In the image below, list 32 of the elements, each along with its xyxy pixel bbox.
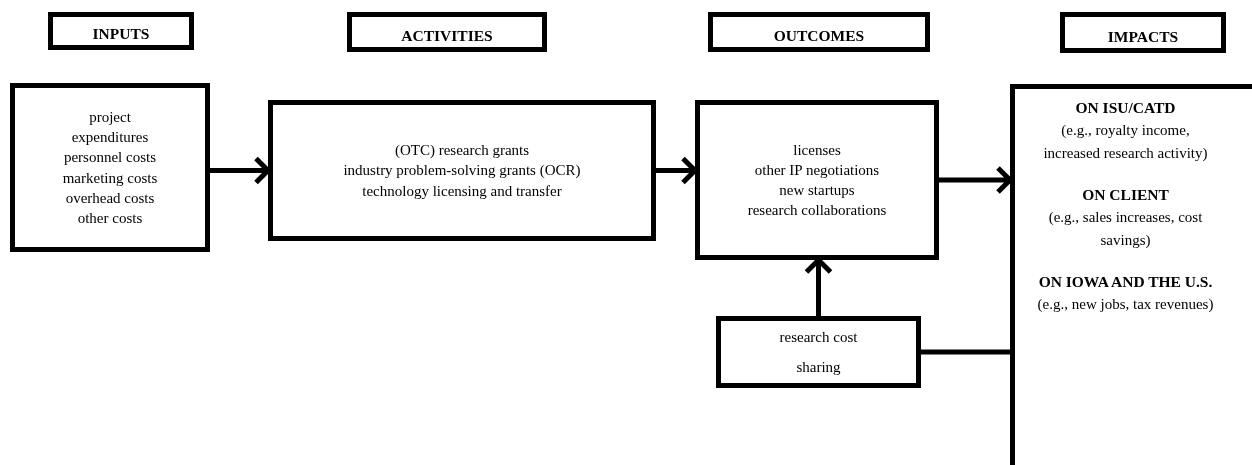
impact-description: (e.g., sales increases, cost savings) bbox=[1047, 208, 1204, 250]
impact-heading: ON CLIENT bbox=[1081, 186, 1170, 204]
heading-box bbox=[347, 12, 547, 52]
item-text: technology licensing and transfer bbox=[362, 181, 562, 201]
impact-description: (e.g., royalty income, increased research activity) bbox=[1042, 121, 1209, 163]
connector-line bbox=[921, 349, 1010, 355]
item-text: industry problem-solving grants (OCR) bbox=[343, 161, 581, 181]
process-box bbox=[10, 83, 210, 252]
process-box bbox=[695, 100, 939, 260]
item-text: research cost sharing bbox=[778, 328, 859, 377]
impact-description: (e.g., new jobs, tax revenues) bbox=[1036, 295, 1215, 315]
heading-box bbox=[1060, 12, 1226, 53]
heading-text: INPUTS bbox=[92, 24, 150, 45]
impacts-panel bbox=[1010, 84, 1252, 465]
item-text: personnel costs bbox=[63, 148, 157, 168]
item-text: (OTC) research grants bbox=[394, 141, 530, 161]
item-text: other costs bbox=[77, 209, 143, 228]
item-text: marketing costs bbox=[62, 168, 158, 188]
heading-text: ACTIVITIES bbox=[401, 26, 493, 47]
item-text: overhead costs bbox=[65, 188, 155, 208]
impact-heading: ON ISU/CATD bbox=[1074, 99, 1177, 117]
heading-box bbox=[708, 12, 930, 52]
item-text: new startups bbox=[779, 181, 855, 200]
item-text: other IP negotiations bbox=[754, 160, 880, 180]
heading-text: OUTCOMES bbox=[773, 26, 865, 47]
item-text: licenses bbox=[793, 140, 841, 160]
heading-text: IMPACTS bbox=[1107, 27, 1179, 48]
item-text: research collaborations bbox=[747, 201, 887, 221]
process-box bbox=[716, 316, 921, 388]
impact-heading: ON IOWA AND THE U.S. bbox=[1037, 273, 1214, 291]
heading-box bbox=[48, 12, 194, 50]
process-box bbox=[268, 100, 656, 241]
